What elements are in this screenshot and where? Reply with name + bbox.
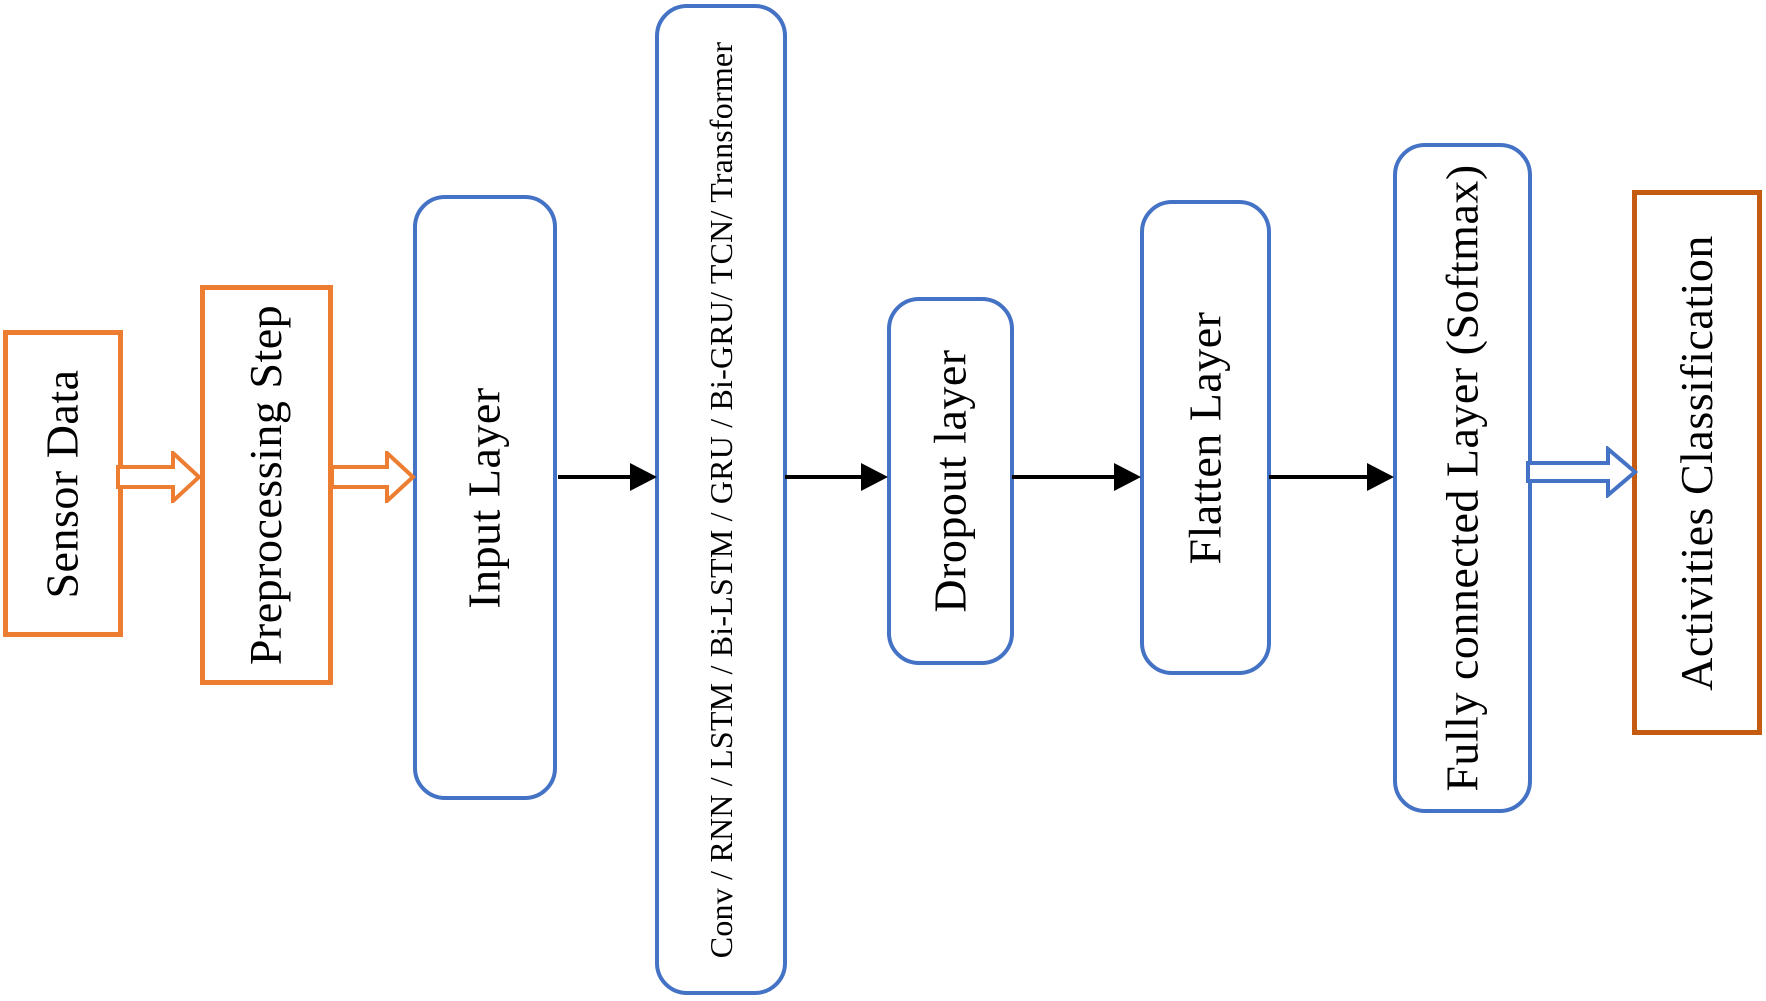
model-to-dropout-arrow-icon <box>785 463 888 491</box>
node-input-layer: Input Layer <box>413 195 557 800</box>
preprocessing-to-input-double-arrow-icon <box>330 451 416 503</box>
node-sensor-data-label: Sensor Data <box>37 368 88 599</box>
node-activities-classification-label: Activities Classification <box>1671 234 1722 691</box>
input-to-model-arrow-icon <box>558 463 657 491</box>
dropout-to-flatten-arrow-icon <box>1012 463 1141 491</box>
node-fully-connected-layer-label: Fully connected Layer (Softmax) <box>1436 164 1488 792</box>
node-fully-connected-layer: Fully connected Layer (Softmax) <box>1393 143 1532 813</box>
flatten-to-fully-connected-arrow-icon <box>1269 463 1394 491</box>
node-flatten-layer-label: Flatten Layer <box>1179 310 1231 565</box>
node-sensor-data: Sensor Data <box>3 330 123 637</box>
node-preprocessing-step-label: Preprocessing Step <box>240 304 292 666</box>
node-model-layers-label: Conv / RNN / LSTM / Bi-LSTM / GRU / Bi-G… <box>703 41 739 958</box>
node-model-layers: Conv / RNN / LSTM / Bi-LSTM / GRU / Bi-G… <box>655 4 787 995</box>
node-dropout-layer-label: Dropout layer <box>924 349 976 613</box>
sensor-to-preprocessing-double-arrow-icon <box>116 451 202 503</box>
node-activities-classification: Activities Classification <box>1632 190 1762 735</box>
node-flatten-layer: Flatten Layer <box>1140 200 1271 675</box>
node-preprocessing-step: Preprocessing Step <box>200 285 333 685</box>
node-dropout-layer: Dropout layer <box>887 297 1014 665</box>
node-input-layer-label: Input Layer <box>459 386 511 609</box>
fully-connected-to-activities-double-arrow-icon <box>1526 446 1638 498</box>
